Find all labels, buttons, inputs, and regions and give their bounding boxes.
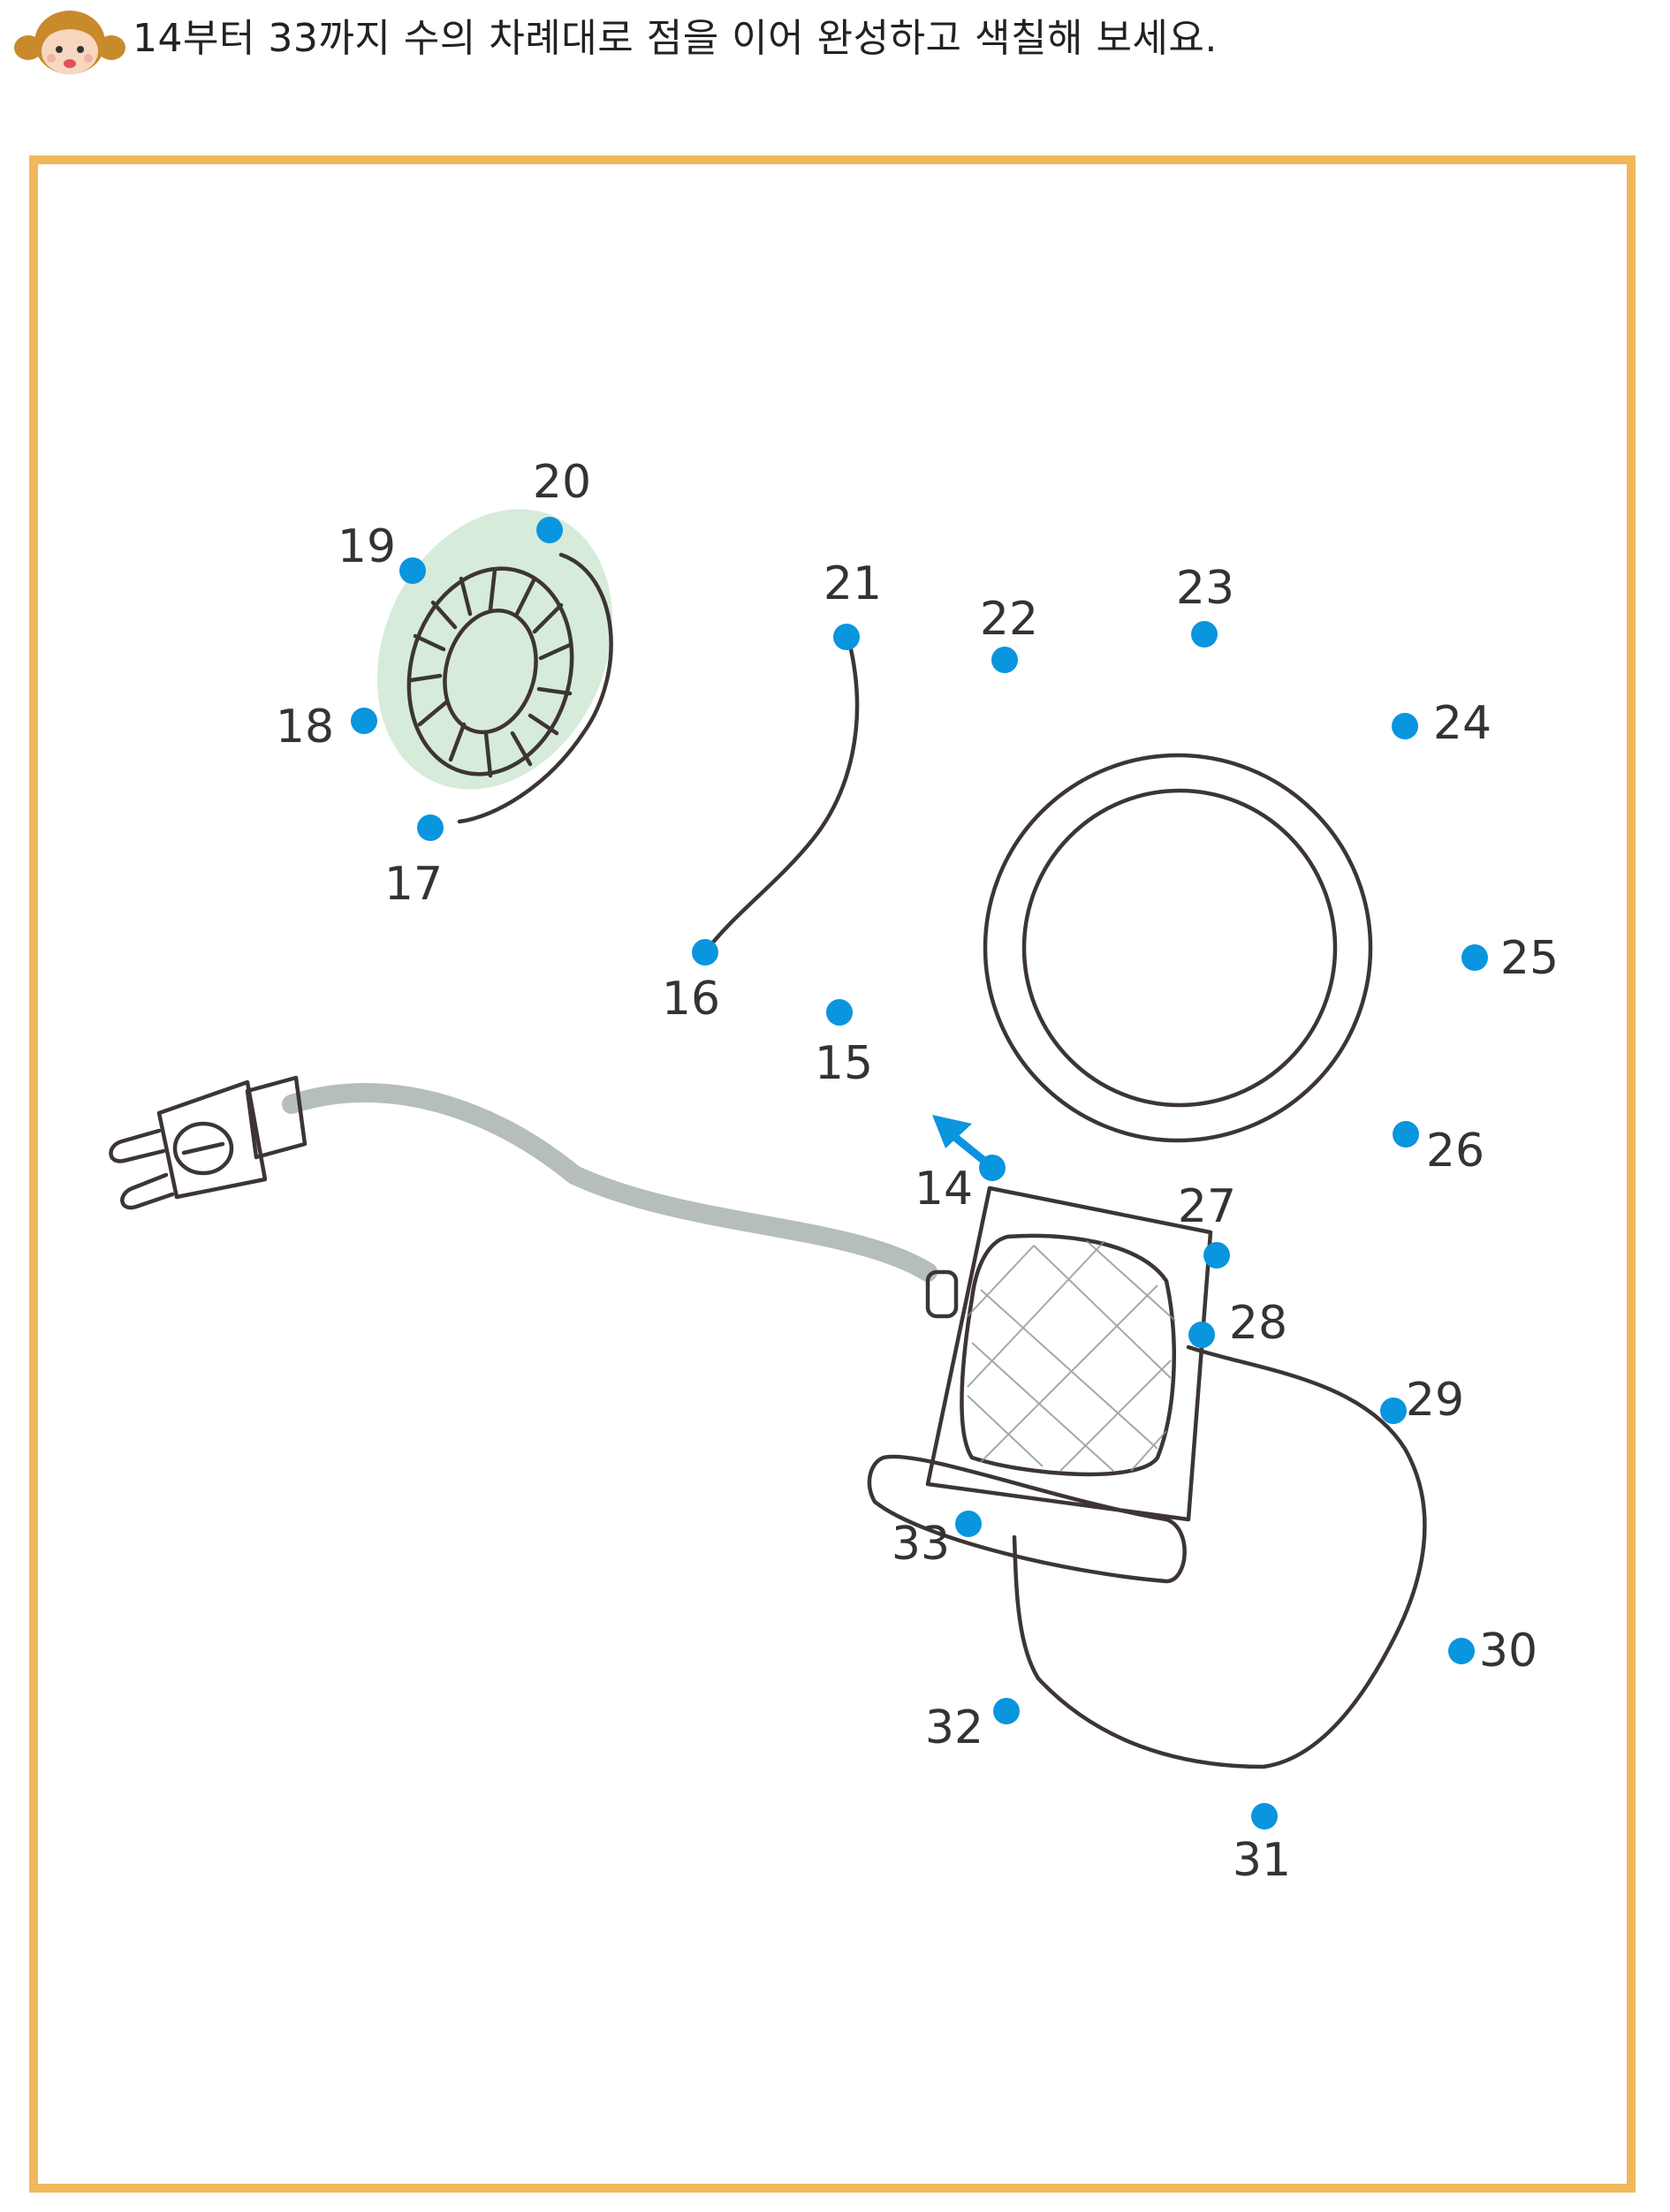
dot-25[interactable] bbox=[1461, 944, 1488, 971]
dot-label-29: 29 bbox=[1406, 1374, 1464, 1427]
dot-32[interactable] bbox=[993, 1698, 1020, 1724]
dot-label-18: 18 bbox=[276, 701, 334, 754]
dot-30[interactable] bbox=[1448, 1638, 1475, 1664]
instruction-text: 14부터 33까지 수의 차례대로 점을 이어 완성하고 색칠해 보세요. bbox=[133, 16, 1218, 61]
header: 14부터 33까지 수의 차례대로 점을 이어 완성하고 색칠해 보세요. bbox=[0, 0, 1670, 80]
dot-label-15: 15 bbox=[815, 1037, 873, 1090]
dot-23[interactable] bbox=[1191, 621, 1218, 648]
dot-18[interactable] bbox=[351, 708, 377, 734]
dot-14[interactable] bbox=[979, 1155, 1006, 1181]
dot-29[interactable] bbox=[1380, 1398, 1407, 1424]
lens-drawing bbox=[983, 753, 1373, 1143]
girl-face-icon bbox=[14, 11, 125, 74]
headband-curve bbox=[702, 635, 860, 955]
dot-label-28: 28 bbox=[1229, 1297, 1287, 1350]
control-box-drawing bbox=[867, 1186, 1427, 1769]
dot-label-26: 26 bbox=[1426, 1125, 1484, 1178]
dot-28[interactable] bbox=[1188, 1322, 1215, 1348]
dot-label-23: 23 bbox=[1176, 562, 1234, 615]
dot-label-21: 21 bbox=[824, 557, 882, 610]
dot-label-27: 27 bbox=[1178, 1180, 1236, 1233]
dot-label-32: 32 bbox=[925, 1701, 983, 1754]
dot-24[interactable] bbox=[1392, 713, 1418, 739]
dot-label-31: 31 bbox=[1233, 1834, 1291, 1887]
dot-label-24: 24 bbox=[1433, 697, 1492, 750]
dot-17[interactable] bbox=[417, 814, 444, 841]
dot-19[interactable] bbox=[399, 557, 426, 584]
dot-label-22: 22 bbox=[980, 593, 1038, 646]
dot-label-16: 16 bbox=[662, 973, 720, 1026]
dot-33[interactable] bbox=[955, 1511, 982, 1537]
dot-22[interactable] bbox=[991, 647, 1018, 673]
arrow-up-left-icon bbox=[932, 1115, 990, 1166]
dot-31[interactable] bbox=[1251, 1803, 1278, 1829]
dot-20[interactable] bbox=[536, 517, 563, 543]
dot-21[interactable] bbox=[833, 624, 860, 650]
dot-label-17: 17 bbox=[384, 858, 443, 911]
numbered-dots: 14 15 16 17 18 19 20 21 22 23 24 25 26 27 28 29 30 31 32 33 bbox=[276, 456, 1559, 1887]
dot-label-33: 33 bbox=[892, 1518, 950, 1571]
dot-label-25: 25 bbox=[1500, 932, 1559, 985]
activity-frame bbox=[29, 155, 1636, 2193]
dot-label-30: 30 bbox=[1479, 1625, 1537, 1678]
dot-label-20: 20 bbox=[533, 456, 591, 509]
dot-27[interactable] bbox=[1203, 1242, 1230, 1269]
dot-26[interactable] bbox=[1393, 1121, 1419, 1148]
dot-label-14: 14 bbox=[915, 1163, 973, 1216]
dot-label-19: 19 bbox=[338, 520, 396, 573]
dot-16[interactable] bbox=[692, 939, 718, 966]
plug-drawing bbox=[109, 1075, 937, 1282]
dot-15[interactable] bbox=[826, 999, 853, 1026]
earcup-drawing bbox=[376, 509, 613, 824]
